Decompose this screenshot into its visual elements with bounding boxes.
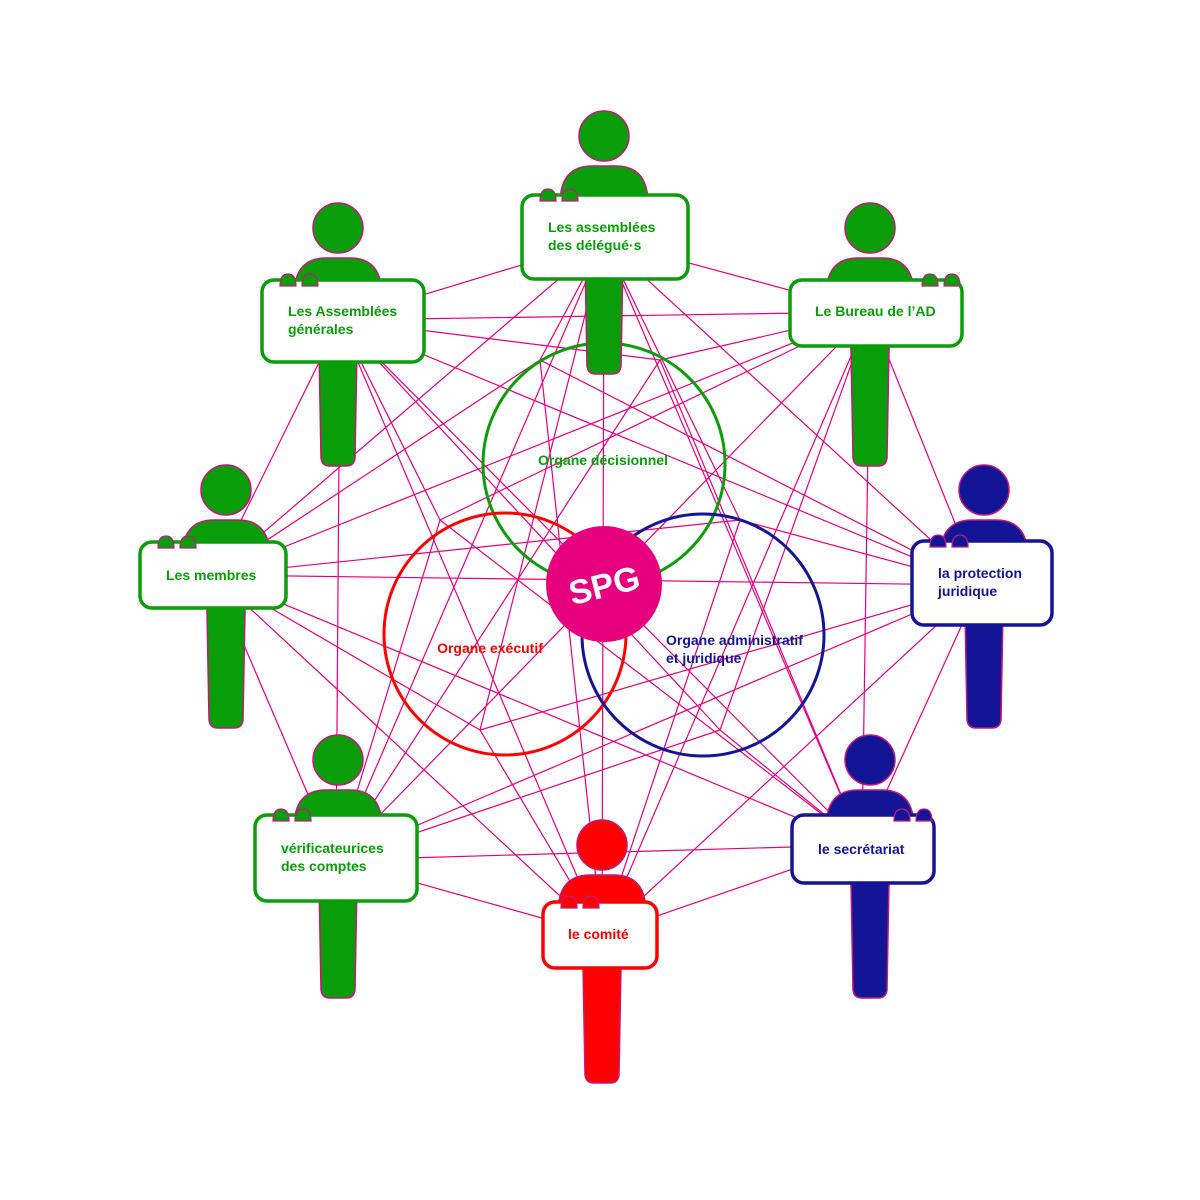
person-icon [825,202,915,467]
person-membres: Les membres [138,464,288,729]
spg-badge [546,526,662,642]
person-label-verificateurs: vérificateurices [281,840,384,856]
hand-icon [929,534,947,548]
hand-icon [915,808,933,822]
body-icon [825,257,915,467]
connection-line-36 [339,319,603,936]
head-icon [312,202,364,254]
label-card [520,193,690,281]
person-label-comite: le comité [568,926,629,942]
body-icon [181,519,271,729]
person-icon [825,734,915,999]
connection-line-29 [213,574,863,846]
hand-icon [582,895,600,909]
person-comite: le comité [541,819,659,1084]
person-verificateurs: vérificateurices des comptes [253,734,419,999]
connection-line-38 [601,519,741,936]
person-label-protection-juridique: juridique [937,583,997,599]
person-label-assemblees-delegues: des délégué·s [548,237,642,253]
head-icon [844,202,896,254]
label-card [253,813,419,903]
hand-icon [560,895,578,909]
person-label-assemblees-generales: générales [288,321,354,337]
label-card [788,278,964,348]
hand-icon [561,188,579,202]
connection-line-4 [335,239,605,861]
label-card [138,540,288,610]
connection-line-14 [213,311,871,576]
connection-line-23 [339,319,981,586]
hand-icon [157,535,175,549]
head-icon [200,464,252,516]
person-label-protection-juridique: la protection [938,565,1022,581]
circle-label-executif: Organe exécutif [437,640,543,656]
person-icon [557,819,647,1084]
connection-line-17 [719,311,871,731]
connection-line-46 [213,359,541,576]
hand-icon [294,808,312,822]
connection-line-42 [335,359,661,861]
hand-icon [943,273,961,287]
person-label-bureau-ad: Le Bureau de l’AD [815,303,936,319]
hand-icon [921,273,939,287]
head-icon [576,819,628,871]
person-label-assemblees-delegues: Les assemblées [548,219,656,235]
connection-line-21 [335,584,981,861]
person-assemblees-generales: Les Assemblées générales [260,202,426,467]
body-icon [557,874,647,1084]
connection-line-20 [601,584,981,936]
circle-label-decisionnel: Organe décisionnel [538,452,668,468]
person-label-verificateurs: des comptes [281,858,367,874]
label-card [541,900,659,970]
head-icon [844,734,896,786]
connection-line-5 [213,239,605,576]
people-group: Les assemblées des délégué·s Le Bureau de … [138,110,1054,1084]
hand-icon [279,273,297,287]
connection-line-9 [479,239,605,731]
connection-line-31 [659,359,863,846]
hand-icon [539,188,557,202]
connection-line-1 [603,239,981,586]
head-icon [578,110,630,162]
person-bureau-ad: Le Bureau de l’AD [788,202,964,467]
person-icon [181,464,271,729]
label-card [260,278,426,364]
circle-label-administratif: Organe administratif [666,632,803,648]
center-badge: SPG [546,526,662,642]
person-assemblees-delegues: Les assemblées des délégué·s [520,110,690,375]
person-secretariat: le secrétariat [790,734,936,999]
connection-line-47 [213,519,741,576]
connection-line-35 [213,574,603,936]
person-label-membres: Les membres [166,567,256,583]
hand-icon [272,808,290,822]
connection-line-26 [479,584,981,731]
connection-line-50 [339,319,721,731]
body-icon [825,789,915,999]
hand-icon [951,534,969,548]
hand-icon [179,535,197,549]
hand-icon [301,273,319,287]
label-card [790,813,936,885]
label-card [910,539,1054,627]
person-protection-juridique: la protection juridique [910,464,1054,729]
head-icon [312,734,364,786]
person-label-assemblees-generales: Les Assemblées [288,303,397,319]
person-label-secretariat: le secrétariat [818,841,905,857]
connection-line-12 [601,311,871,936]
head-icon [958,464,1010,516]
connection-line-8 [603,239,741,521]
circle-label-administratif: et juridique [666,650,742,666]
connection-line-33 [439,519,863,846]
hand-icon [893,808,911,822]
connection-line-24 [539,359,981,586]
